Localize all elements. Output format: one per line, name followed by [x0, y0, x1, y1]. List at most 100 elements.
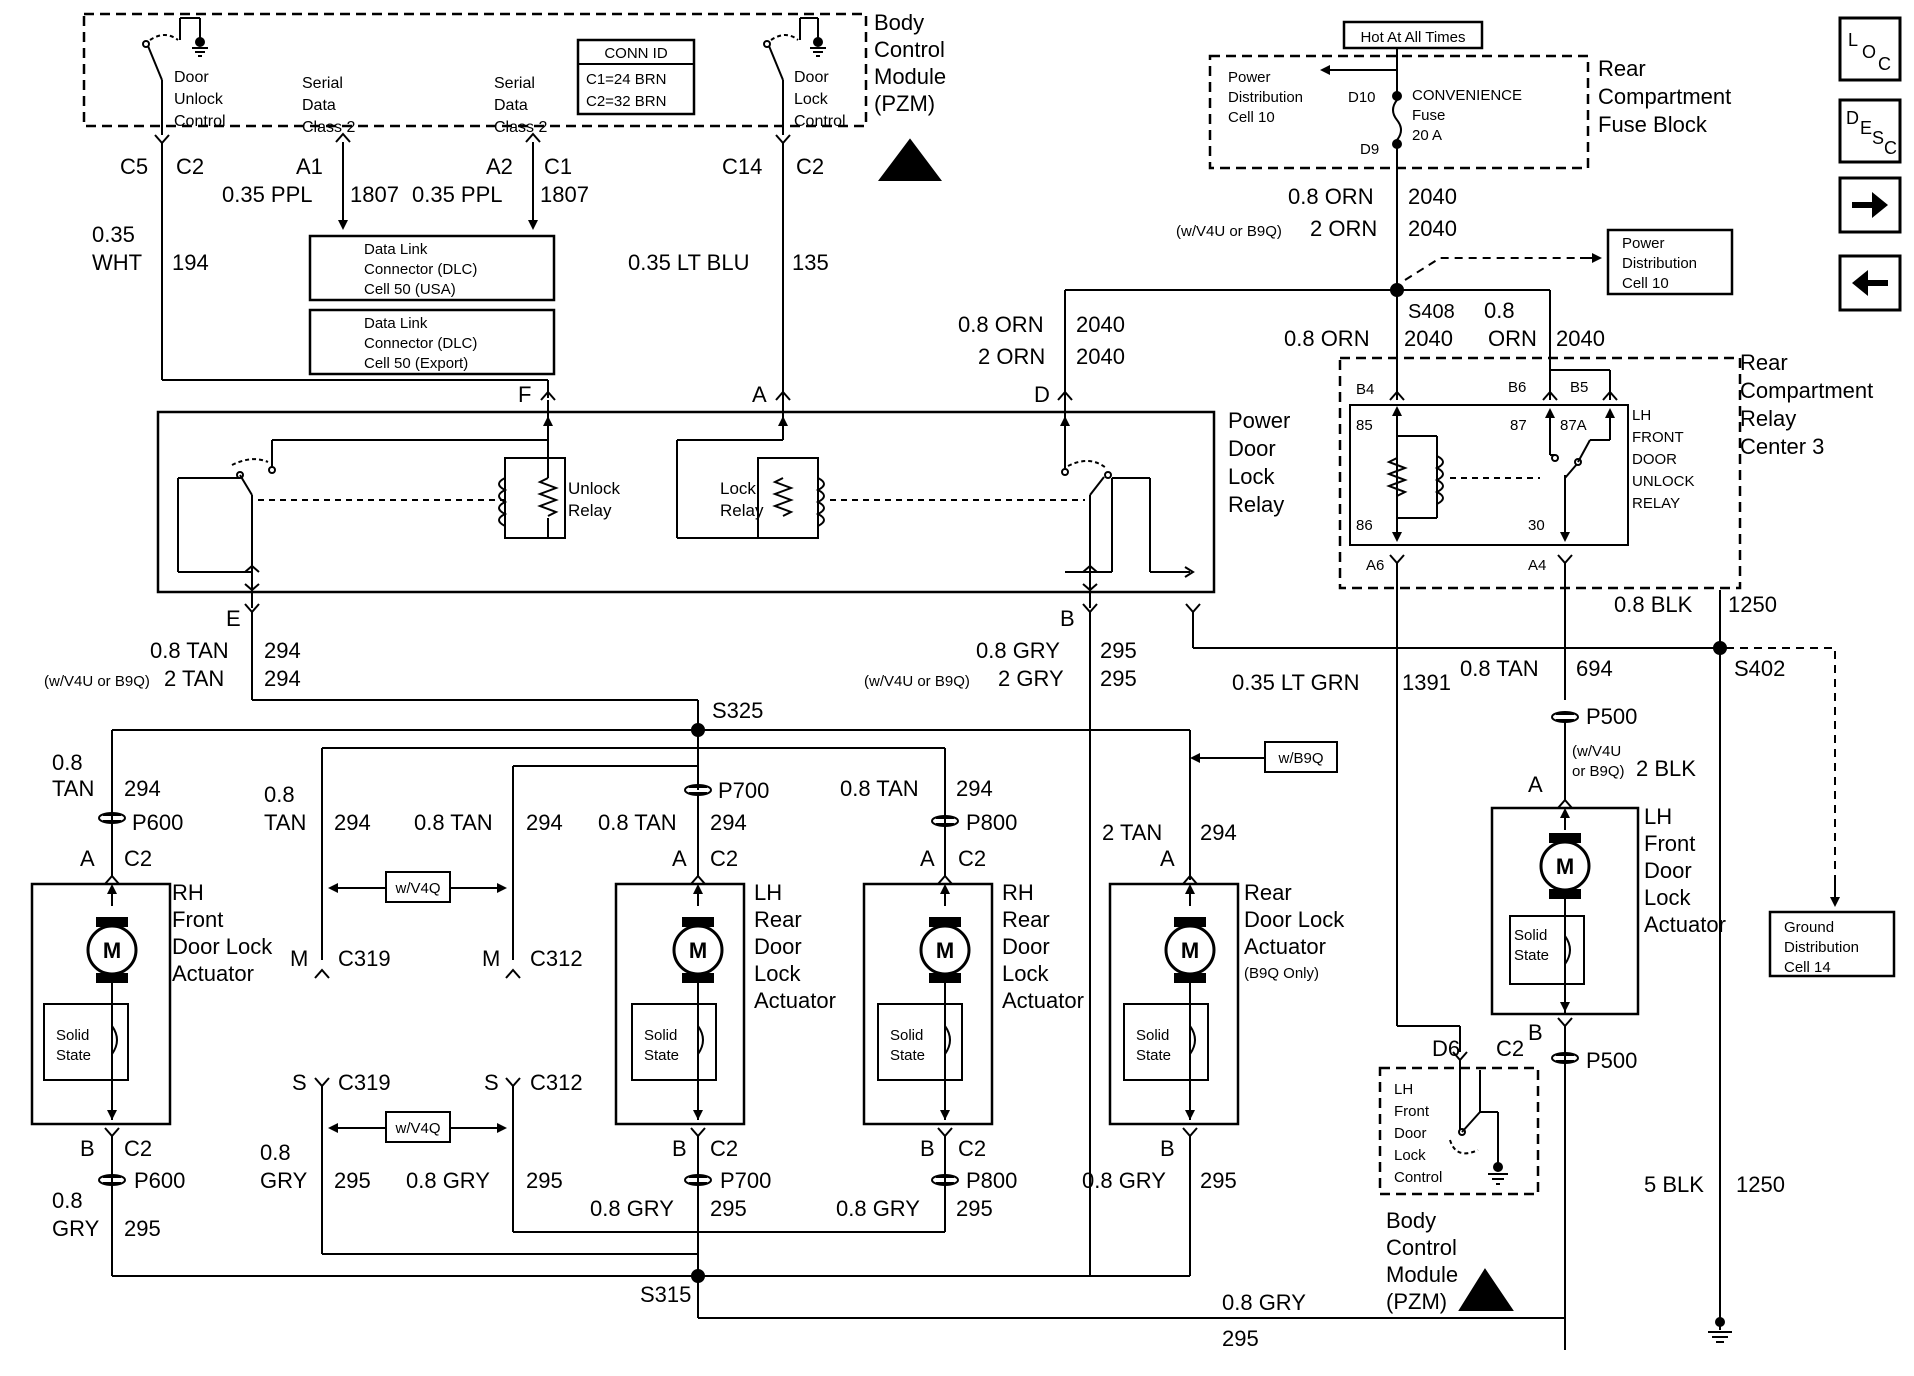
rh_front-actuator-title-line-2: Door Lock — [172, 934, 273, 959]
lh-front-actuator-title-line-4: Actuator — [1644, 912, 1726, 937]
loc-label-c[interactable]: C — [1878, 54, 1891, 74]
wire-option-v4u: (w/V4U or B9Q) — [1176, 223, 1282, 240]
wire-ltblu: 0.35 LT BLU — [628, 250, 749, 275]
ground-distribution-label-line-2: Cell 14 — [1784, 959, 1831, 976]
wire-tan-08-left: 0.8 TAN — [150, 638, 229, 663]
p800-label-top: P800 — [966, 810, 1017, 835]
w-v4q-box-bottom — [385, 1111, 451, 1143]
lh_rear-pin-b: B — [672, 1136, 687, 1161]
rh_rear-actuator-title-line-3: Lock — [1002, 961, 1049, 986]
lh-rear-actuator-box — [614, 882, 746, 1126]
wire-294-f: 294 — [1200, 820, 1237, 845]
wire-tan-a: TAN — [52, 776, 94, 801]
pdc2-label-line-1: Distribution — [1622, 255, 1697, 272]
power-door-lock-relay-title-line-1: Door — [1228, 436, 1276, 461]
desc-label-s[interactable]: S — [1872, 128, 1884, 148]
lock-relay-coil — [676, 439, 825, 539]
s315-label: S315 — [640, 1282, 691, 1307]
prev-page-button[interactable] — [1838, 254, 1902, 312]
lh-front-door-lock-control-label-line-3: Lock — [1394, 1147, 1426, 1164]
rear-actuator-box — [1108, 882, 1240, 1126]
p700-label-bottom: P700 — [720, 1168, 771, 1193]
rh_front-pin-b: B — [80, 1136, 95, 1161]
solid-state-box — [1509, 915, 1585, 985]
pin-a: A — [752, 382, 767, 407]
bcm-top-title-line-0: Body — [874, 10, 924, 35]
next-page-button[interactable] — [1838, 176, 1902, 234]
loc-label-l[interactable]: L — [1848, 30, 1858, 50]
convenience-fuse-label-line-2: 20 A — [1412, 127, 1442, 144]
pdc2-label-line-0: Power — [1622, 235, 1665, 252]
door-unlock-switch — [142, 17, 208, 135]
lh-front-unlock-relay-label-line-1: FRONT — [1632, 429, 1684, 446]
pdc-label-line-2: Cell 10 — [1228, 109, 1275, 126]
wire-tan-c: 0.8 TAN — [414, 810, 493, 835]
wire-ppl-right: 0.35 PPL — [412, 182, 503, 207]
desc-label-d[interactable]: D — [1846, 108, 1859, 128]
lh_rear-solid-state-label-line-0: Solid — [644, 1027, 677, 1044]
wire-blk-2: 2 BLK — [1636, 756, 1696, 781]
hot-at-all-times-label: Hot At All Times — [1360, 29, 1465, 46]
wire-294-e: 294 — [956, 776, 993, 801]
s325-label: S325 — [712, 698, 763, 723]
wire-gry-e: 0.8 GRY — [836, 1196, 920, 1221]
lh-front-actuator-title-line-2: Door — [1644, 858, 1692, 883]
wire-gry-a: GRY — [52, 1216, 100, 1241]
wire-gry-gauge-b: 0.8 — [260, 1140, 291, 1165]
pin-c2-left: C2 — [176, 154, 204, 179]
wire-gry-2-mid: 2 GRY — [998, 666, 1064, 691]
wire-tan-b: TAN — [264, 810, 306, 835]
lock-relay-label-line-0: Lock — [720, 479, 756, 498]
door-lock-label-line-2: Control — [794, 113, 846, 130]
convenience-fuse-label-line-0: CONVENIENCE — [1412, 87, 1522, 104]
pin-a4: A4 — [1528, 557, 1546, 574]
desc-label-e[interactable]: E — [1860, 118, 1872, 138]
convenience-fuse-label-line-1: Fuse — [1412, 107, 1445, 124]
loc-label-o[interactable]: O — [1862, 42, 1876, 62]
rh_rear-pin-a: A — [920, 846, 935, 871]
wire-1250-a: 1250 — [1728, 592, 1777, 617]
power-door-lock-relay-title-line-0: Power — [1228, 408, 1290, 433]
wire-135: 135 — [792, 250, 829, 275]
door-unlock-label-line-0: Door — [174, 69, 209, 86]
dlc-usa-label-line-1: Connector (DLC) — [364, 261, 477, 278]
lh-front-door-unlock-relay-box — [1349, 404, 1629, 546]
rh_front-solid-state-label-line-1: State — [56, 1047, 91, 1064]
lh-front-unlock-relay-label-line-4: RELAY — [1632, 495, 1680, 512]
wire-ltgrn: 0.35 LT GRN — [1232, 670, 1360, 695]
wire-295-e: 295 — [956, 1196, 993, 1221]
pin-c2-right: C2 — [796, 154, 824, 179]
w-v4q-box-top — [385, 871, 451, 903]
lh-front-door-lock-switch — [1449, 1060, 1508, 1185]
pin-d9: D9 — [1360, 141, 1379, 158]
rear-relay-center-title-line-2: Relay — [1740, 406, 1796, 431]
rh_front-pin-c2: C2 — [124, 846, 152, 871]
pin-s-c319: S — [292, 1070, 307, 1095]
wire-gry-gauge-a: 0.8 — [52, 1188, 83, 1213]
ground-cell14-box — [1768, 910, 1896, 978]
lh_rear-actuator-title-line-0: LH — [754, 880, 782, 905]
unlock-relay-switch — [177, 439, 548, 572]
wire-gry-g: 0.8 GRY — [1222, 1290, 1306, 1315]
loc-button[interactable] — [1838, 16, 1902, 82]
pin-m-c319: M — [290, 946, 308, 971]
wire-295-b: 295 — [334, 1168, 371, 1193]
lock-relay-label-line-1: Relay — [720, 501, 764, 520]
wire-wht: WHT — [92, 250, 142, 275]
lh_rear-motor-label: M — [689, 938, 707, 963]
desc-label-c[interactable]: C — [1884, 138, 1897, 158]
pin-s-c312: S — [484, 1070, 499, 1095]
power-door-lock-relay-title-line-2: Lock — [1228, 464, 1275, 489]
desc-button[interactable] — [1838, 98, 1902, 164]
fuse-block-title-line-2: Fuse Block — [1598, 112, 1708, 137]
wire-orn-08: 0.8 ORN — [1288, 184, 1374, 209]
rear-solid-state-label-line-1: State — [1136, 1047, 1171, 1064]
fuse-block-title-line-1: Compartment — [1598, 84, 1731, 109]
p500-label-top: P500 — [1586, 704, 1637, 729]
pin-c5: C5 — [120, 154, 148, 179]
rh_rear-motor-label: M — [936, 938, 954, 963]
rear-pin-a: A — [1160, 846, 1175, 871]
rh_rear-pin-c2b: C2 — [958, 1136, 986, 1161]
w-b9q-label: w/B9Q — [1277, 750, 1323, 767]
lh_rear-pin-c2: C2 — [710, 846, 738, 871]
